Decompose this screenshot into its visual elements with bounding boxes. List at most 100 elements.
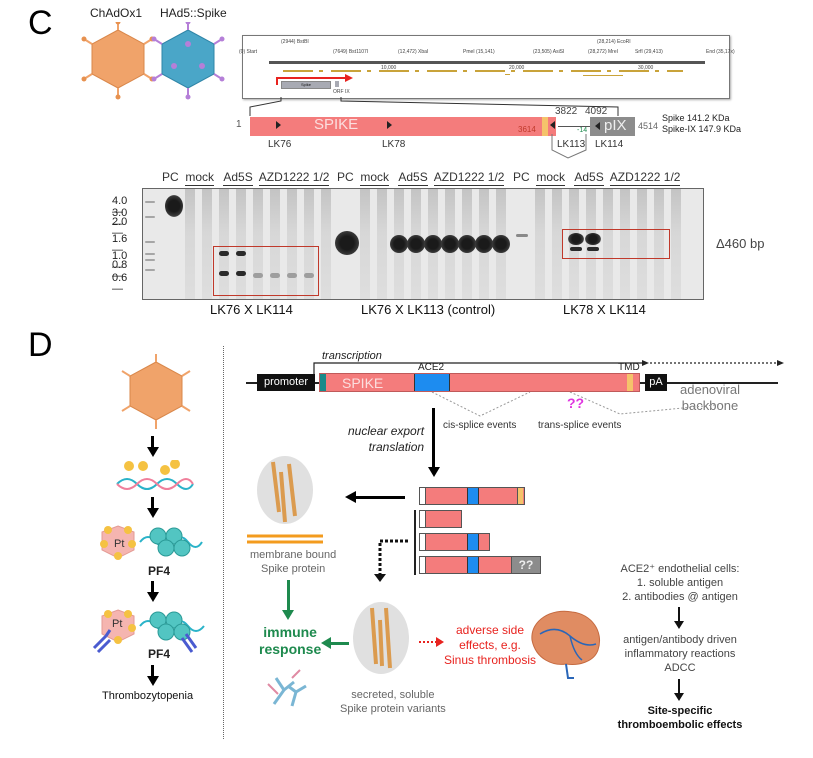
construct-start: 1 bbox=[236, 119, 242, 130]
orf-feature bbox=[583, 75, 623, 76]
gel-image bbox=[142, 188, 704, 300]
gel-lane bbox=[253, 189, 263, 299]
arrow-shaft bbox=[151, 665, 154, 677]
gel3-lane-labels: PC mock Ad5S AZD1222 1/2 bbox=[513, 170, 681, 186]
thromboembolic-line: thromboembolic effects bbox=[617, 719, 743, 731]
product-band bbox=[475, 235, 493, 253]
construct-end: 4514 bbox=[638, 121, 659, 131]
orf-features bbox=[283, 70, 683, 72]
immune-response-label: immune response bbox=[259, 624, 321, 658]
left-arrow-shaft bbox=[355, 496, 405, 499]
signal-segment bbox=[420, 534, 426, 550]
gel-lane bbox=[671, 189, 681, 299]
tmd-segment bbox=[517, 488, 523, 504]
driven-line-1: antigen/antibody driven bbox=[623, 634, 737, 646]
ladder-1-0: 1.0 — bbox=[112, 250, 128, 273]
highlight-box-gel1 bbox=[213, 246, 319, 296]
green-down-arrow-icon bbox=[282, 610, 294, 620]
ladder-band bbox=[145, 241, 155, 243]
site-bstbi: (2944) BstBI bbox=[281, 39, 309, 45]
gel-lane bbox=[236, 189, 246, 299]
had5-spike-virus-icon bbox=[151, 22, 225, 100]
site-asisi: (23,505) AsiSI bbox=[533, 49, 565, 55]
down-arrow-icon bbox=[674, 621, 684, 629]
thromboembolic-block: Site-specific thromboembolic effects bbox=[605, 704, 755, 732]
gel2-lane-labels: PC mock Ad5S AZD1222 1/2 bbox=[337, 170, 505, 186]
product-band bbox=[407, 235, 425, 253]
delta-band bbox=[585, 233, 601, 245]
genome-backbone-line bbox=[269, 61, 705, 64]
tick-10000: 10,000 bbox=[381, 65, 397, 71]
ace2-segment bbox=[467, 557, 479, 573]
down-arrow-icon bbox=[147, 592, 159, 602]
ace2-label: ACE2 bbox=[418, 362, 445, 373]
lk114-primer-icon bbox=[595, 122, 600, 130]
lk114-label: LK114 bbox=[595, 139, 624, 150]
transcription-label: transcription bbox=[322, 350, 382, 362]
tmd-segment bbox=[542, 117, 548, 136]
pix-segment: pIX bbox=[590, 117, 635, 136]
tick-20000: 20,000 bbox=[509, 65, 525, 71]
spike-gene-label: SPIKE bbox=[342, 375, 384, 391]
backbone-line-1: adenoviral bbox=[680, 382, 740, 397]
splice-bracket bbox=[551, 134, 587, 159]
nuclear-export-label: nuclear export translation bbox=[348, 423, 424, 455]
pc-band bbox=[335, 231, 359, 255]
lane-azd1222: AZD1222 1/2 bbox=[433, 170, 505, 186]
adverse-line-3: Sinus thrombosis bbox=[443, 653, 537, 667]
tmd-label: TMD bbox=[618, 362, 640, 373]
pc-band bbox=[516, 234, 528, 237]
gel-lane bbox=[304, 189, 314, 299]
left-arrow-icon bbox=[345, 491, 356, 503]
panel-c-label: C bbox=[28, 4, 53, 42]
green-left-arrow-shaft bbox=[331, 642, 349, 645]
lane-pc: PC bbox=[162, 170, 179, 184]
band bbox=[219, 271, 229, 276]
spike-construct: SPIKE 3614 bbox=[250, 116, 556, 136]
gel-lane bbox=[219, 189, 229, 299]
red-dotted-arrow-shaft bbox=[419, 641, 437, 643]
pc-band bbox=[165, 195, 183, 217]
ace2-segment bbox=[467, 488, 479, 504]
gel-lane bbox=[360, 189, 370, 299]
secreted-spike-protein-icon bbox=[353, 602, 409, 674]
arrow-shaft bbox=[151, 581, 154, 593]
band bbox=[253, 273, 263, 278]
ladder-band bbox=[145, 201, 155, 203]
signal-peptide-segment bbox=[320, 374, 326, 391]
site-start: (0) Start bbox=[239, 49, 258, 55]
highlight-box-gel3 bbox=[562, 229, 670, 259]
orf-ix-feature bbox=[335, 81, 339, 87]
ladder-0-6: 0.6 — bbox=[112, 272, 128, 295]
immune-line-1: immune bbox=[263, 624, 317, 640]
secreted-spike-label: secreted, soluble Spike protein variants bbox=[340, 688, 446, 716]
site-srfi: SrfI (29,413) bbox=[635, 49, 663, 55]
genome-map: (0) Start (2944) BstBI (7649) Bst1107I (… bbox=[239, 35, 735, 99]
ace2-cells-label: ACE2⁺ endothelial cells: bbox=[620, 563, 740, 575]
pf4-label-1: PF4 bbox=[148, 564, 171, 578]
orf-ix-label: ORF IX bbox=[333, 89, 350, 95]
ace2-segment bbox=[414, 374, 450, 391]
adcc-label: ADCC bbox=[664, 662, 696, 674]
variant-truncated bbox=[419, 510, 462, 528]
gel-lane bbox=[552, 189, 562, 299]
pt-pf4-antibody-complex-icon bbox=[92, 609, 205, 654]
chadox1-virus-icon bbox=[81, 22, 155, 100]
ladder-4-0: 4.0 — bbox=[112, 195, 128, 218]
adenovirus-icons bbox=[81, 22, 225, 100]
dna-with-pf4-icon bbox=[116, 460, 194, 490]
thrombozytopenia-label: Thrombozytopenia bbox=[102, 690, 194, 702]
site-ecori: (28,214) EcoRI bbox=[597, 39, 631, 45]
pos-3822: 3822 bbox=[555, 106, 578, 117]
site-specific-line: Site-specific bbox=[647, 705, 713, 717]
ladder-band bbox=[145, 269, 155, 271]
gel1-lane-labels: PC mock Ad5S AZD1222 1/2 bbox=[162, 170, 330, 186]
tmd-segment bbox=[627, 374, 633, 391]
pt-pf4-complex-icon bbox=[100, 525, 203, 560]
band bbox=[236, 251, 246, 256]
gel3-caption: LK78 X LK114 bbox=[563, 302, 646, 317]
chadox1-virus-icon bbox=[121, 354, 191, 429]
endothelial-block: ACE2⁺ endothelial cells: 1. soluble anti… bbox=[605, 562, 755, 604]
spike-ix-mass: Spike-IX 147.9 KDa bbox=[662, 124, 742, 134]
lane-mock: mock bbox=[536, 170, 566, 186]
